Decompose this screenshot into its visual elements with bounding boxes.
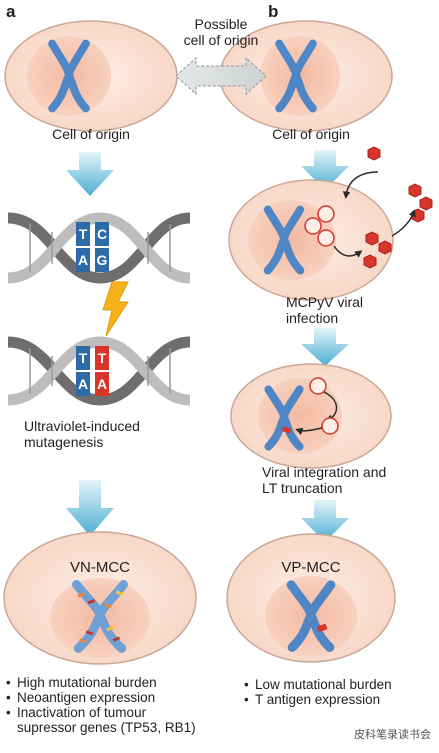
viral-episome <box>317 229 335 247</box>
list-item: Inactivation of tumour <box>6 705 236 720</box>
tumor-label-vn: VN-MCC <box>70 559 130 576</box>
cell-integration <box>230 363 392 469</box>
base-box-mutated <box>95 346 109 370</box>
flow-arrow-icon <box>301 150 349 542</box>
chromosome-b-origin <box>275 39 317 113</box>
chromosome-vp <box>286 580 336 652</box>
base-t1: T <box>79 226 88 242</box>
infection-label: MCPyV viral infection <box>286 294 436 326</box>
cell-infection <box>228 179 394 301</box>
flow-arrow-icon <box>66 152 114 536</box>
dna-helix-2: T A T A <box>7 336 191 406</box>
base-t2-mutated: T <box>98 350 107 366</box>
panel-label-b: b <box>268 2 279 21</box>
viral-episome <box>321 417 339 435</box>
mutagenesis-label: Ultraviolet-induced mutagenesis <box>24 418 224 450</box>
base-box-mutated <box>95 372 109 396</box>
chromosome-integrated <box>264 385 304 451</box>
base-c1: C <box>97 226 107 242</box>
cell-vn-mcc <box>3 531 197 665</box>
list-item: T antigen expression <box>244 692 434 707</box>
possible-origin-line1: Possible <box>194 16 248 32</box>
possible-origin-note: Possible cell of origin <box>156 16 286 48</box>
base-box <box>76 346 90 370</box>
possible-origin-line2: cell of origin <box>183 32 259 48</box>
tumor-label-vp: VP-MCC <box>281 559 341 576</box>
cell-vp-mcc <box>226 533 396 663</box>
viral-episome <box>317 205 335 223</box>
base-box <box>76 372 90 396</box>
mutagenesis-line1: Ultraviolet-induced <box>24 418 140 434</box>
virion-icon <box>363 146 433 269</box>
chromosome-mutated <box>71 580 129 653</box>
list-item: Low mutational burden <box>244 677 434 692</box>
cell-b-origin <box>219 20 393 132</box>
base-box <box>95 222 109 246</box>
viral-episome <box>304 217 322 235</box>
mutagenesis-line2: mutagenesis <box>24 434 104 450</box>
cell-origin-label-a: Cell of origin <box>52 126 130 142</box>
base-box <box>95 248 109 272</box>
integration-line1: Viral integration and <box>262 464 387 480</box>
list-item: supressor genes (TP53, RB1) <box>17 720 196 735</box>
base-a1: A <box>78 252 88 268</box>
cell-origin-label-b: Cell of origin <box>272 126 350 142</box>
base-box <box>76 248 90 272</box>
base-box <box>76 222 90 246</box>
list-item: High mutational burden <box>6 675 236 690</box>
dna-helix-1: T A C G <box>7 212 191 284</box>
viral-episome <box>309 377 327 395</box>
entry-arrow <box>342 171 379 199</box>
base-g1: G <box>97 252 108 268</box>
chromosome-a-origin <box>48 39 90 113</box>
integration-line2: LT truncation <box>262 480 343 496</box>
base-a2: A <box>78 376 88 392</box>
base-t2: T <box>79 350 88 366</box>
chromosome-infection <box>263 205 305 275</box>
vp-features-list: Low mutational burden T antigen expressi… <box>244 677 434 707</box>
base-a2-mutated: A <box>97 376 107 392</box>
watermark: 皮科笔录读书会 <box>354 729 431 741</box>
exit-arrow <box>391 209 416 237</box>
vn-features-list: High mutational burden Neoantigen expres… <box>6 675 236 735</box>
integration-label: Viral integration and LT truncation <box>262 464 437 496</box>
infection-line1: MCPyV viral <box>286 294 364 310</box>
list-item: Neoantigen expression <box>6 690 236 705</box>
cell-a-origin <box>4 20 178 132</box>
lightning-icon <box>102 281 129 337</box>
panel-label-a: a <box>6 2 16 21</box>
double-arrow-icon <box>175 56 267 96</box>
infection-line2: infection <box>286 310 339 326</box>
